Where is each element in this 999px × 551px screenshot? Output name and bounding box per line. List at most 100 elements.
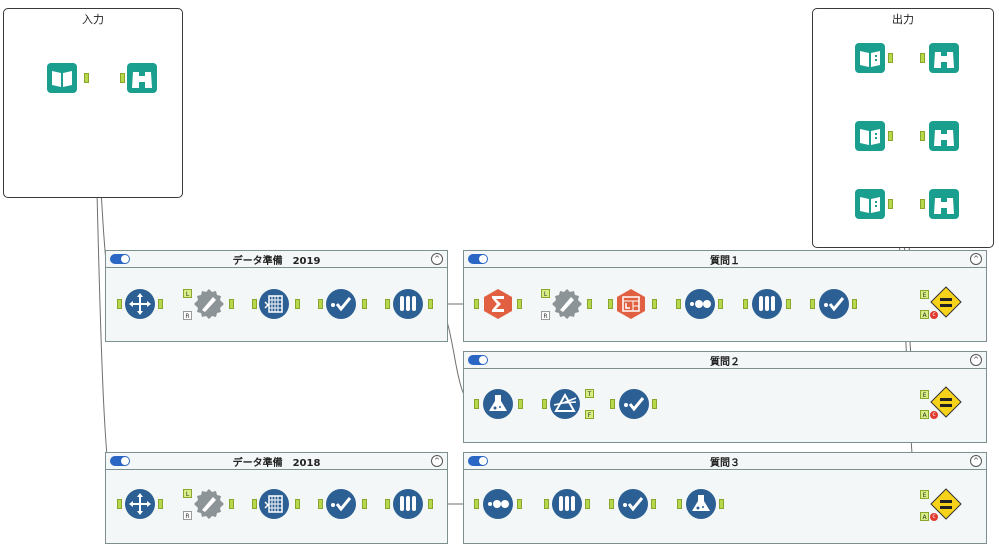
join-left-anchor[interactable]: L — [541, 289, 550, 298]
output-anchor[interactable] — [719, 499, 724, 509]
output-anchor[interactable] — [585, 499, 590, 509]
output-anchor[interactable] — [651, 499, 656, 509]
formula-tool[interactable] — [685, 488, 717, 520]
actual-anchor[interactable]: A — [920, 410, 929, 419]
output-anchor[interactable] — [295, 299, 300, 309]
test-tubes-tool[interactable] — [392, 288, 424, 320]
output-anchor[interactable] — [888, 131, 893, 141]
output-anchor[interactable] — [888, 53, 893, 63]
input-anchor[interactable] — [810, 299, 815, 309]
summarize-tool[interactable] — [482, 288, 514, 320]
collapse-icon[interactable]: ^ — [431, 253, 443, 265]
output-anchor[interactable] — [888, 199, 893, 209]
input-anchor[interactable] — [542, 399, 547, 409]
multi-field-tool[interactable] — [258, 288, 290, 320]
input-data-tool[interactable] — [46, 62, 78, 94]
container-toggle[interactable] — [110, 456, 130, 466]
input-anchor[interactable] — [544, 499, 549, 509]
input-anchor[interactable] — [610, 399, 615, 409]
expected-anchor[interactable]: E — [920, 290, 929, 299]
input-anchor[interactable] — [920, 199, 925, 209]
container-toggle[interactable] — [110, 254, 130, 264]
expected-anchor[interactable]: E — [920, 390, 929, 399]
join-right-anchor[interactable]: R — [541, 311, 550, 320]
output-anchor[interactable] — [652, 299, 657, 309]
filter-tool[interactable] — [618, 388, 650, 420]
input-anchor[interactable] — [677, 499, 682, 509]
expect-equal-tool-1[interactable] — [930, 286, 962, 318]
output-anchor[interactable] — [517, 499, 522, 509]
input-anchor[interactable] — [608, 299, 613, 309]
join-tool[interactable] — [193, 488, 225, 520]
input-anchor[interactable] — [385, 499, 390, 509]
expect-equal-tool-3[interactable] — [930, 488, 962, 520]
filter-tool[interactable] — [325, 288, 357, 320]
input-anchor[interactable] — [676, 299, 681, 309]
output-anchor[interactable] — [852, 299, 857, 309]
browse-tool-1[interactable] — [928, 42, 960, 74]
output-anchor[interactable] — [786, 299, 791, 309]
input-anchor[interactable] — [318, 299, 323, 309]
join-tool[interactable] — [551, 288, 583, 320]
filter-true-false-tool[interactable] — [549, 388, 581, 420]
browse-tool-3[interactable] — [928, 188, 960, 220]
output-anchor[interactable] — [428, 299, 433, 309]
input-anchor[interactable] — [609, 499, 614, 509]
output-anchor[interactable] — [587, 299, 592, 309]
input-anchor[interactable] — [318, 499, 323, 509]
input-anchor[interactable] — [474, 299, 479, 309]
output-anchor[interactable] — [84, 73, 89, 83]
output-anchor[interactable] — [362, 299, 367, 309]
expected-anchor[interactable]: E — [920, 490, 929, 499]
test-tubes-tool[interactable] — [551, 488, 583, 520]
container-toggle[interactable] — [468, 355, 488, 365]
output-anchor[interactable] — [158, 299, 163, 309]
select-tool[interactable] — [124, 288, 156, 320]
container-toggle[interactable] — [468, 254, 488, 264]
collapse-icon[interactable]: ^ — [970, 253, 982, 265]
output-anchor[interactable] — [517, 299, 522, 309]
output-anchor[interactable] — [295, 499, 300, 509]
formula-tool[interactable] — [482, 388, 514, 420]
input-anchor[interactable] — [252, 299, 257, 309]
crosstab-tool[interactable] — [615, 288, 647, 320]
input-anchor[interactable] — [474, 399, 479, 409]
output-anchor[interactable] — [518, 399, 523, 409]
output-anchor[interactable] — [229, 299, 234, 309]
expect-equal-tool-2[interactable] — [930, 386, 962, 418]
input-anchor[interactable] — [117, 499, 122, 509]
true-anchor[interactable]: T — [585, 389, 594, 398]
filter-tool[interactable] — [325, 488, 357, 520]
collapse-icon[interactable]: ^ — [970, 455, 982, 467]
join-right-anchor[interactable]: R — [183, 511, 192, 520]
output-anchor[interactable] — [158, 499, 163, 509]
input-anchor[interactable] — [252, 499, 257, 509]
collapse-icon[interactable]: ^ — [970, 354, 982, 366]
browse-tool-2[interactable] — [928, 120, 960, 152]
input-anchor[interactable] — [385, 299, 390, 309]
collapse-icon[interactable]: ^ — [431, 455, 443, 467]
input-anchor[interactable] — [743, 299, 748, 309]
join-tool[interactable] — [193, 288, 225, 320]
input-anchor[interactable] — [920, 131, 925, 141]
input-anchor[interactable] — [920, 53, 925, 63]
output-data-tool-2[interactable] — [854, 120, 886, 152]
output-anchor[interactable] — [362, 499, 367, 509]
output-data-tool-1[interactable] — [854, 42, 886, 74]
input-anchor[interactable] — [120, 73, 125, 83]
multi-field-tool[interactable] — [258, 488, 290, 520]
output-anchor[interactable] — [229, 499, 234, 509]
browse-tool[interactable] — [126, 62, 158, 94]
output-anchor[interactable] — [652, 399, 657, 409]
actual-anchor[interactable]: A — [920, 512, 929, 521]
output-data-tool-3[interactable] — [854, 188, 886, 220]
input-anchor[interactable] — [474, 499, 479, 509]
sample-tool[interactable] — [482, 488, 514, 520]
select-tool[interactable] — [124, 488, 156, 520]
filter-tool[interactable] — [818, 288, 850, 320]
test-tubes-tool[interactable] — [392, 488, 424, 520]
join-left-anchor[interactable]: L — [183, 489, 192, 498]
container-toggle[interactable] — [468, 456, 488, 466]
output-anchor[interactable] — [718, 299, 723, 309]
input-anchor[interactable] — [117, 299, 122, 309]
